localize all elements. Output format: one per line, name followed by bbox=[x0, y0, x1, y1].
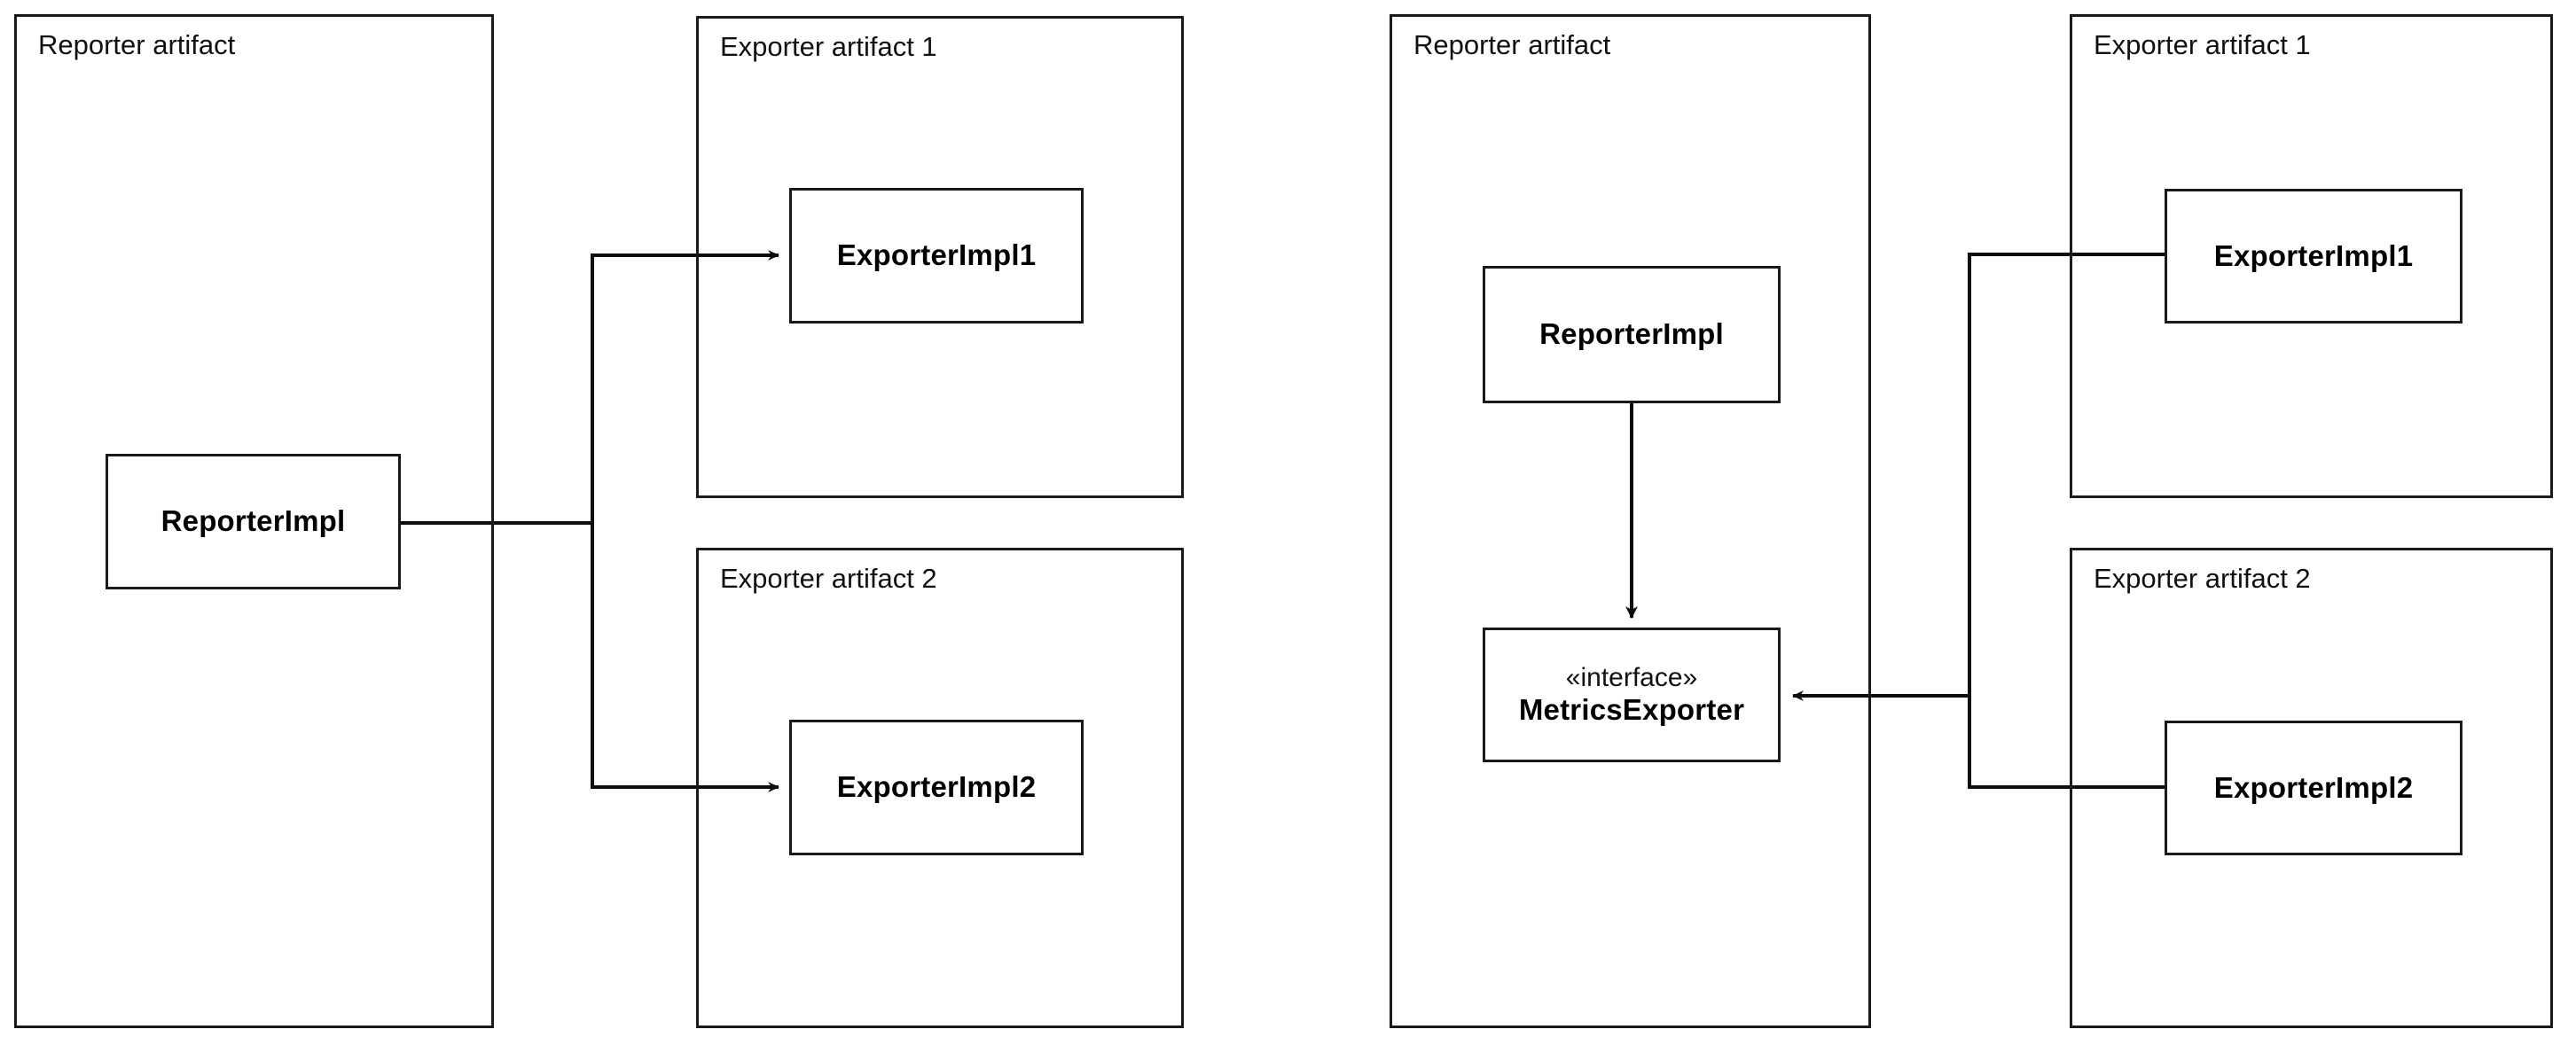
panel-right-exporter-artifact-1: Exporter artifact 1 bbox=[2070, 14, 2553, 498]
node-stereotype: «interface» bbox=[1565, 662, 1698, 692]
panel-label: Reporter artifact bbox=[1413, 29, 1611, 60]
node-right-exporter-impl-2[interactable]: ExporterImpl2 bbox=[2165, 721, 2462, 855]
node-name: ExporterImpl2 bbox=[836, 770, 1037, 804]
panel-left-exporter-artifact-2: Exporter artifact 2 bbox=[696, 548, 1184, 1028]
node-left-reporter-impl[interactable]: ReporterImpl bbox=[106, 454, 401, 589]
node-name: MetricsExporter bbox=[1518, 693, 1745, 727]
node-name: ReporterImpl bbox=[161, 504, 346, 538]
node-name: ExporterImpl2 bbox=[2213, 770, 2414, 804]
panel-label: Exporter artifact 1 bbox=[720, 31, 937, 62]
node-right-metrics-exporter[interactable]: «interface» MetricsExporter bbox=[1483, 628, 1781, 762]
node-left-exporter-impl-2[interactable]: ExporterImpl2 bbox=[789, 720, 1084, 855]
panel-right-exporter-artifact-2: Exporter artifact 2 bbox=[2070, 548, 2553, 1028]
node-name: ReporterImpl bbox=[1539, 317, 1724, 351]
node-name: ExporterImpl1 bbox=[2213, 238, 2414, 272]
node-right-exporter-impl-1[interactable]: ExporterImpl1 bbox=[2165, 189, 2462, 324]
node-left-exporter-impl-1[interactable]: ExporterImpl1 bbox=[789, 188, 1084, 324]
panel-right-reporter-artifact: Reporter artifact bbox=[1390, 14, 1871, 1028]
panel-label: Reporter artifact bbox=[38, 29, 236, 60]
node-right-reporter-impl[interactable]: ReporterImpl bbox=[1483, 266, 1781, 403]
panel-label: Exporter artifact 2 bbox=[2094, 563, 2311, 594]
panel-label: Exporter artifact 1 bbox=[2094, 29, 2311, 60]
panel-left-exporter-artifact-1: Exporter artifact 1 bbox=[696, 16, 1184, 498]
panel-left-reporter-artifact: Reporter artifact bbox=[14, 14, 494, 1028]
panel-label: Exporter artifact 2 bbox=[720, 563, 937, 594]
node-name: ExporterImpl1 bbox=[836, 238, 1037, 272]
